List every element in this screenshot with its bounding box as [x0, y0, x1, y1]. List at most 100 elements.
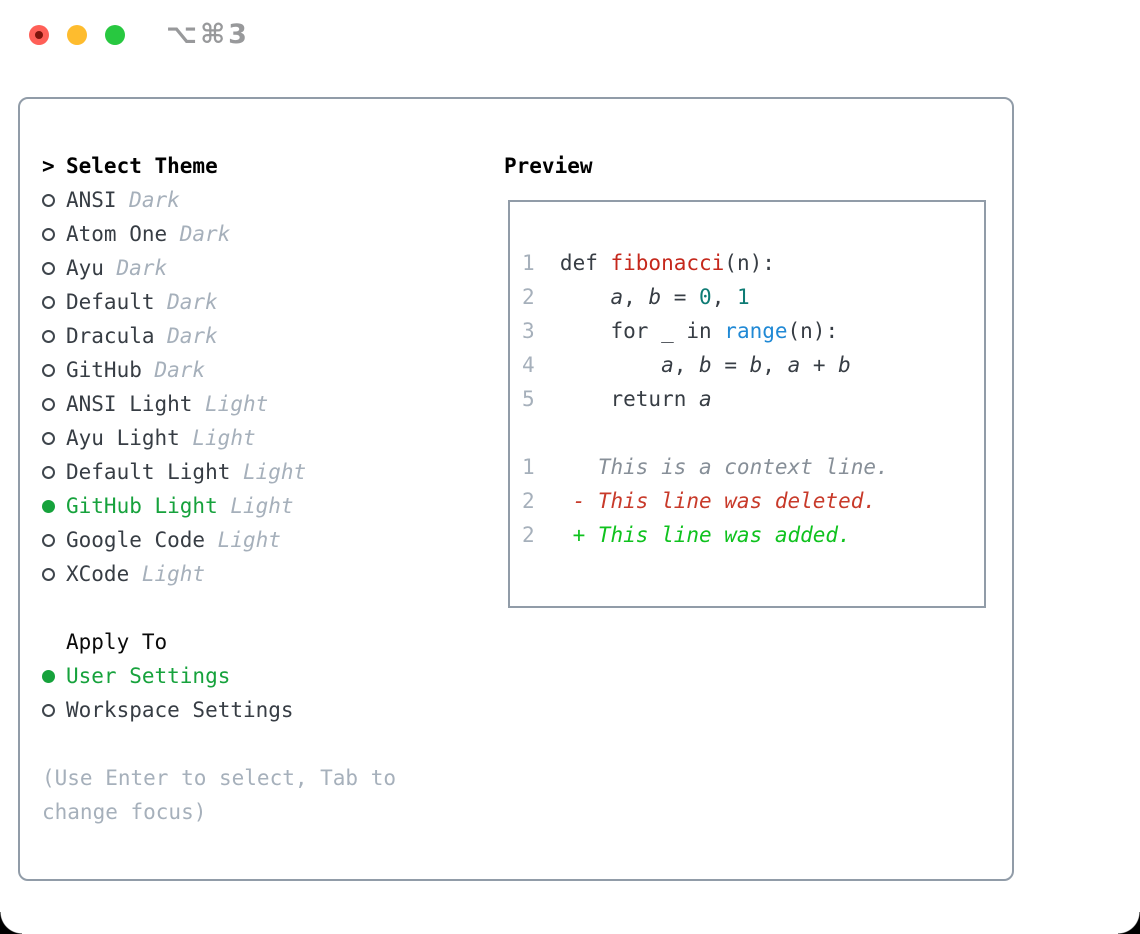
select-theme-header-row: > Select Theme: [42, 149, 472, 183]
diff-line: 2 + This line was added.: [522, 518, 984, 552]
radio-icon: [42, 703, 55, 717]
line-number: 2: [522, 285, 535, 309]
line-number: 3: [522, 319, 535, 343]
option-label: Ayu: [66, 256, 104, 280]
line-content: return a: [559, 387, 712, 411]
theme-option[interactable]: Atom One Dark: [42, 217, 472, 251]
apply-options-list: User Settings Workspace Settings: [42, 659, 472, 727]
line-number: 1: [522, 251, 535, 275]
option-variant-label: Dark: [167, 324, 218, 348]
option-label: Ayu Light: [66, 426, 180, 450]
option-variant-label: Light: [205, 392, 269, 416]
preview-column: Preview 1 def fibonacci(n): 2 a, b = 0, 1…: [504, 149, 986, 608]
code-line: 1 def fibonacci(n):: [522, 246, 984, 280]
line-content: def fibonacci(n):: [559, 251, 775, 275]
theme-selector-column: > Select Theme ANSI Dark Atom One Dark A…: [42, 149, 472, 829]
option-label: Google Code: [66, 528, 206, 552]
line-content: a, b = 0, 1: [610, 285, 750, 309]
theme-option[interactable]: GitHub Light Light: [42, 489, 472, 523]
code-line: 5 return a: [522, 382, 984, 416]
theme-option[interactable]: ANSI Dark: [42, 183, 472, 217]
zoom-button[interactable]: [105, 25, 125, 45]
radio-icon: [42, 295, 55, 309]
code-line: 2 a, b = 0, 1: [522, 280, 984, 314]
screen-corner-bottom-left: [0, 912, 22, 934]
radio-icon: [42, 431, 55, 445]
apply-option[interactable]: User Settings: [42, 659, 472, 693]
radio-icon: [42, 363, 55, 377]
preview-heading: Preview: [504, 154, 593, 178]
theme-panel: > Select Theme ANSI Dark Atom One Dark A…: [18, 97, 1014, 881]
option-label: GitHub Light: [66, 494, 218, 518]
code-line: 4 a, b = b, a + b: [522, 348, 984, 382]
radio-icon: [42, 329, 55, 343]
line-content: a, b = b, a + b: [661, 353, 851, 377]
option-label: Default: [66, 290, 155, 314]
theme-option[interactable]: Google Code Light: [42, 523, 472, 557]
select-theme-heading: Select Theme: [66, 154, 218, 178]
line-number: 2: [522, 523, 535, 547]
diff-line: 1 This is a context line.: [522, 450, 984, 484]
option-label: ANSI Light: [66, 392, 193, 416]
line-content: for _ in range(n):: [559, 319, 839, 343]
theme-option[interactable]: XCode Light: [42, 557, 472, 591]
window-title: ⌥⌘3: [166, 19, 250, 50]
option-variant-label: Light: [242, 460, 307, 484]
line-number: 1: [522, 455, 535, 479]
option-label: GitHub: [66, 358, 142, 382]
option-label: Atom One: [66, 222, 168, 246]
line-number: 4: [522, 353, 535, 377]
option-label: Workspace Settings: [66, 698, 294, 722]
theme-option[interactable]: GitHub Dark: [42, 353, 472, 387]
option-variant-label: Light: [230, 494, 294, 518]
theme-option[interactable]: Default Light Light: [42, 455, 472, 489]
preview-box: 1 def fibonacci(n): 2 a, b = 0, 1 3 for _…: [508, 200, 986, 608]
line-number: 2: [522, 489, 535, 513]
screen-corner-bottom-right: [1118, 912, 1140, 934]
radio-icon: [42, 567, 55, 581]
theme-list: ANSI Dark Atom One Dark Ayu Dark Default…: [42, 183, 472, 591]
option-variant-label: Light: [141, 562, 206, 586]
line-content: - This line was deleted.: [559, 489, 876, 513]
option-label: ANSI: [66, 188, 117, 212]
radio-icon: [42, 397, 55, 411]
radio-icon: [42, 193, 55, 207]
line-content: This is a context line.: [559, 455, 889, 479]
radio-icon: [42, 499, 55, 513]
line-number: 5: [522, 387, 535, 411]
option-variant-label: Dark: [129, 188, 180, 212]
code-line: 3 for _ in range(n):: [522, 314, 984, 348]
option-variant-label: Dark: [154, 358, 206, 382]
option-variant-label: Dark: [116, 256, 168, 280]
theme-option[interactable]: ANSI Light Light: [42, 387, 472, 421]
apply-option[interactable]: Workspace Settings: [42, 693, 472, 727]
option-label: Dracula: [66, 324, 155, 348]
radio-icon: [42, 465, 55, 479]
theme-option[interactable]: Dracula Dark: [42, 319, 472, 353]
diff-sample: 1 This is a context line. 2 - This line …: [522, 450, 984, 552]
unsaved-dot-icon: [35, 31, 43, 39]
close-button[interactable]: [29, 25, 49, 45]
prompt-caret-icon: >: [42, 154, 55, 178]
option-variant-label: Dark: [167, 290, 218, 314]
option-variant-label: Light: [192, 426, 256, 450]
hint-text: (Use Enter to select, Tab to change focu…: [42, 766, 397, 824]
option-label: User Settings: [66, 664, 231, 688]
option-label: XCode: [66, 562, 130, 586]
line-content: + This line was added.: [559, 523, 851, 547]
minimize-button[interactable]: [67, 25, 87, 45]
option-label: Default Light: [66, 460, 231, 484]
theme-option[interactable]: Ayu Dark: [42, 251, 472, 285]
apply-to-header-row: Apply To: [42, 625, 472, 659]
code-sample: 1 def fibonacci(n): 2 a, b = 0, 1 3 for _…: [522, 246, 984, 416]
radio-icon: [42, 261, 55, 275]
option-variant-label: Dark: [179, 222, 231, 246]
radio-icon: [42, 227, 55, 241]
apply-to-heading: Apply To: [66, 630, 168, 654]
theme-option[interactable]: Default Dark: [42, 285, 472, 319]
option-variant-label: Light: [217, 528, 281, 552]
theme-option[interactable]: Ayu Light Light: [42, 421, 472, 455]
radio-icon: [42, 533, 55, 547]
radio-icon: [42, 669, 55, 683]
diff-line: 2 - This line was deleted.: [522, 484, 984, 518]
